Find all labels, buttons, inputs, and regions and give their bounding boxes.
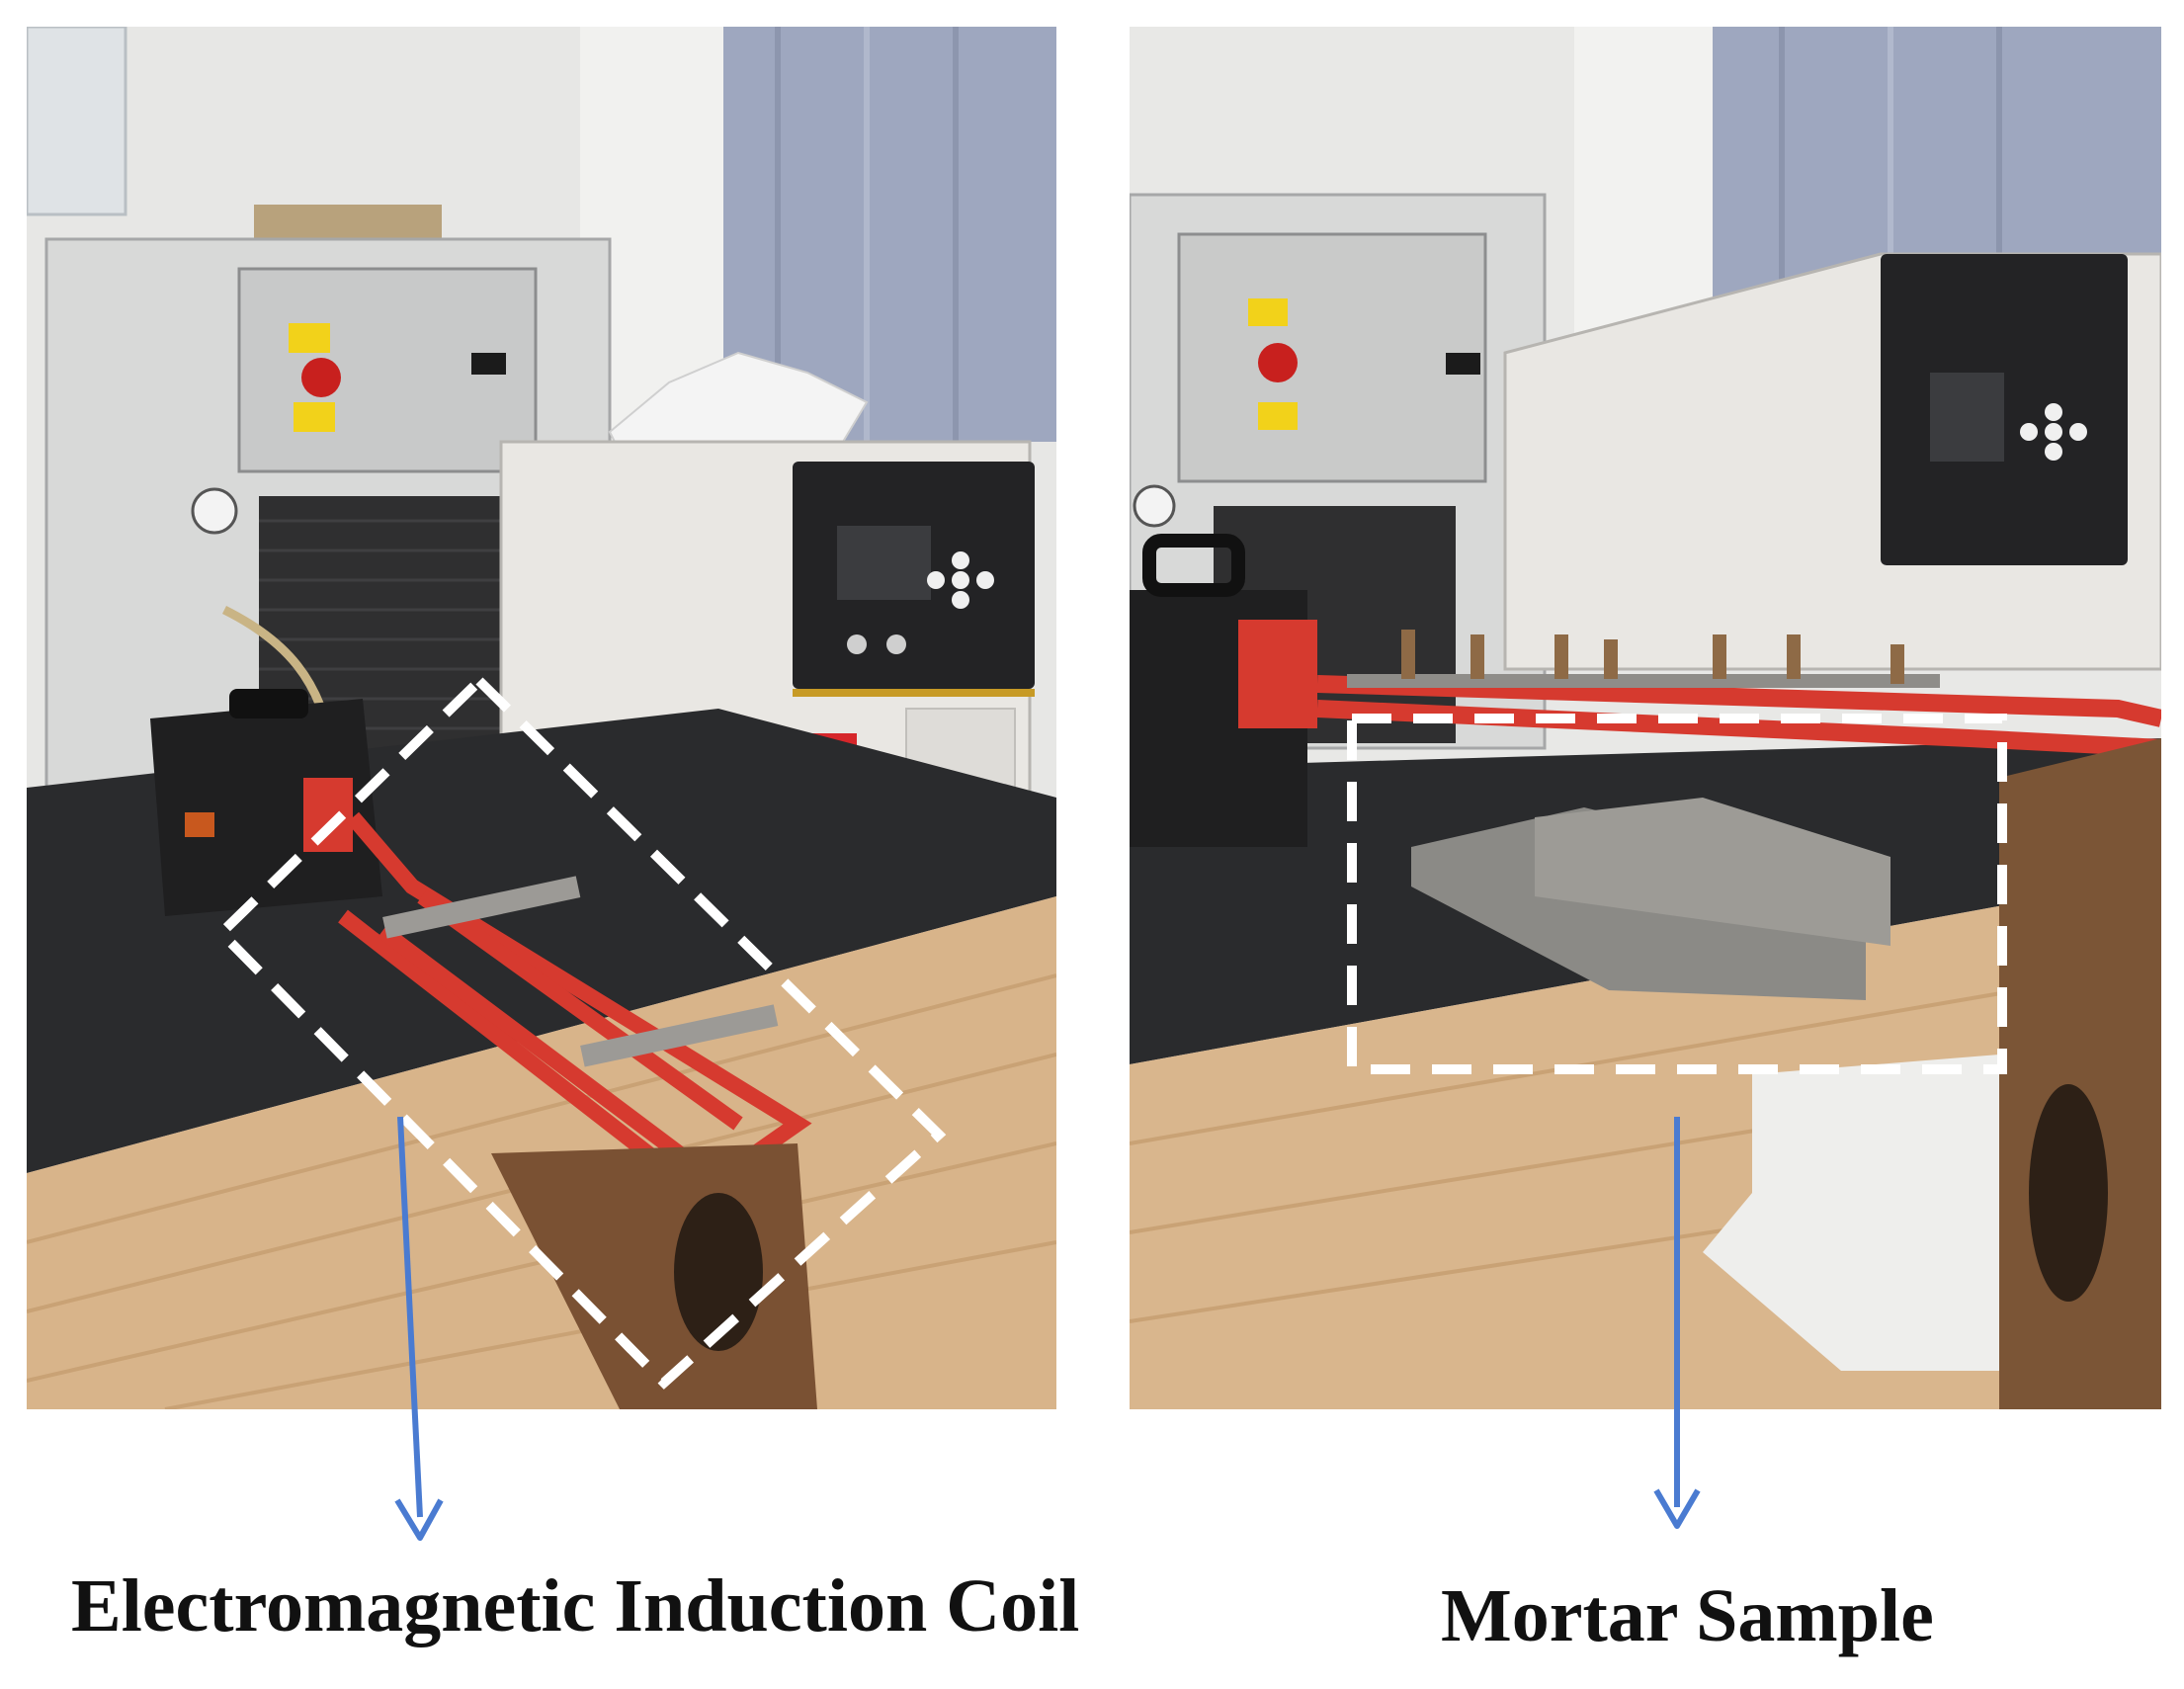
induction-coil <box>1316 675 2161 757</box>
main-switch <box>301 358 341 397</box>
transformer-box <box>150 699 382 916</box>
photo-right-mortar-setup <box>1130 27 2161 1409</box>
foam-stand <box>1703 1055 1999 1371</box>
caption-mortar-sample: Mortar Sample <box>1441 1574 1934 1657</box>
wood-post <box>1999 738 2161 1409</box>
induction-coil <box>338 811 812 1203</box>
pressure-gauge <box>191 487 238 535</box>
photo-right-illustration <box>1130 27 2161 1409</box>
caption-electromagnetic-induction-coil: Electromagnetic Induction Coil <box>71 1564 1080 1647</box>
wall-poster <box>27 27 127 216</box>
photo-left-induction-setup <box>27 27 1056 1409</box>
warning-label <box>289 323 330 353</box>
display-screen <box>837 526 931 600</box>
photo-left-illustration <box>27 27 1056 1409</box>
coil-highlight-box <box>213 673 947 1390</box>
mortar-highlight-box <box>1347 714 2007 1074</box>
